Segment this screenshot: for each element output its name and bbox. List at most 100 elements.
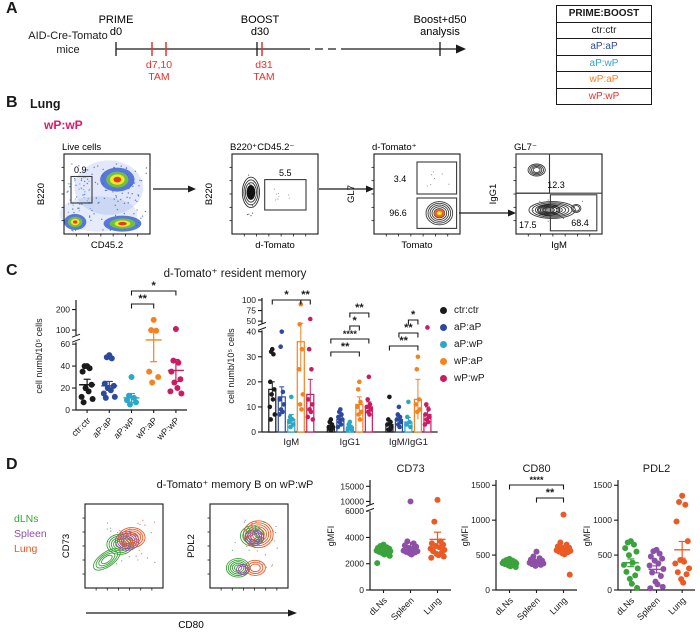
data-point (674, 569, 681, 576)
x-category-label: dLNs (493, 595, 515, 617)
density-dot (120, 198, 122, 201)
density-dot (105, 189, 108, 192)
chart-title: PDL2 (643, 463, 671, 475)
density-dot (138, 185, 140, 187)
data-point (357, 417, 363, 422)
data-point (149, 379, 156, 386)
x-category-label: Lung (422, 595, 443, 616)
data-point (178, 390, 185, 397)
cd80-axis-label: CD80 (178, 620, 204, 631)
density-dot (126, 196, 128, 199)
density-dot (272, 530, 274, 532)
y-tick-label: 1500 (593, 480, 612, 490)
density-dot (69, 183, 71, 185)
data-point (386, 552, 393, 559)
density-dot (113, 166, 115, 169)
density-dot (448, 183, 450, 185)
mouse-strain-line2: mice (56, 43, 80, 56)
density-dot (78, 165, 80, 167)
sig-bracket (349, 325, 360, 331)
density-dot (546, 202, 548, 204)
panel-a-label: A (6, 0, 18, 17)
sig-label: ** (301, 289, 310, 301)
contour-ring (537, 204, 561, 216)
legend-item: aP:aP (440, 319, 485, 336)
density-dot (144, 210, 147, 213)
density-dot (254, 547, 256, 549)
y-tick-label: 40 (61, 361, 71, 371)
sig-label: ** (404, 322, 413, 334)
density-dot (120, 549, 122, 552)
data-point (365, 397, 371, 402)
density-dot (562, 217, 565, 220)
contour-ring (118, 527, 146, 549)
density-dot (277, 198, 279, 200)
density-dot (96, 183, 99, 185)
flow2-plot-box (231, 153, 319, 235)
density-dot (271, 565, 273, 567)
data-point (634, 584, 641, 591)
density-dot (542, 209, 544, 211)
data-point (299, 346, 305, 352)
density-dot (137, 522, 139, 524)
density-dot (540, 202, 542, 204)
data-point (167, 388, 174, 395)
flow4-q-upper-value: 12.3 (547, 180, 565, 190)
data-point (396, 404, 402, 410)
density-dot (106, 522, 108, 524)
y-tick-label: 2000 (345, 559, 364, 569)
density-dot (83, 180, 86, 183)
density-dot (433, 177, 436, 180)
density-dot (146, 557, 149, 559)
data-point (566, 571, 573, 578)
x-category-label: aP:aP (90, 415, 114, 439)
density-dot (80, 179, 83, 182)
data-point (355, 387, 361, 392)
data-point (153, 327, 160, 334)
flow-plot-b220-cd45: B220⁺CD45.2⁻ B220 d-Tomato 5.5 (204, 142, 319, 251)
data-point (102, 394, 109, 401)
data-point (647, 553, 654, 560)
density-dot (140, 553, 143, 555)
density-dot (72, 230, 74, 232)
density-dot (121, 192, 123, 195)
density-dot (71, 229, 73, 231)
density-dot (74, 198, 77, 200)
contour-ring (244, 559, 266, 576)
density-dot (103, 197, 106, 200)
density-dot (276, 547, 278, 549)
density-dot (154, 561, 156, 564)
flow4-title: GL7⁻ (514, 142, 537, 153)
contour1-y-axis-label: CD73 (61, 534, 72, 558)
sig-label: ** (399, 335, 408, 347)
y-tick-label: 0 (251, 427, 256, 437)
data-point (686, 565, 693, 572)
density-dot (114, 204, 117, 207)
density-dot (74, 177, 76, 180)
density-dot (83, 184, 85, 187)
density-dot (137, 540, 140, 542)
density-dot (131, 193, 133, 195)
data-point (425, 325, 430, 330)
x-category-label: Spleen (389, 595, 416, 622)
axis-break-mark (71, 333, 81, 338)
density-dot (77, 207, 79, 210)
density-dot (245, 528, 247, 531)
data-point (507, 563, 514, 570)
density-dot (273, 188, 275, 190)
data-point (387, 394, 392, 400)
flow4-x-axis-label: IgM (551, 240, 567, 251)
data-point (288, 394, 294, 400)
contour-ring (227, 559, 249, 576)
density-dot (82, 188, 85, 191)
sig-bracket (508, 484, 565, 490)
y-tick-label: 1000 (471, 515, 490, 525)
data-point (349, 427, 355, 432)
density-dot (85, 169, 87, 171)
contour-ring (237, 565, 248, 574)
legend-label: ctr:ctr (454, 305, 479, 316)
data-point (305, 414, 311, 420)
legend-item: wP:wP (440, 370, 485, 387)
data-point (279, 329, 285, 334)
density-dot (72, 204, 74, 206)
